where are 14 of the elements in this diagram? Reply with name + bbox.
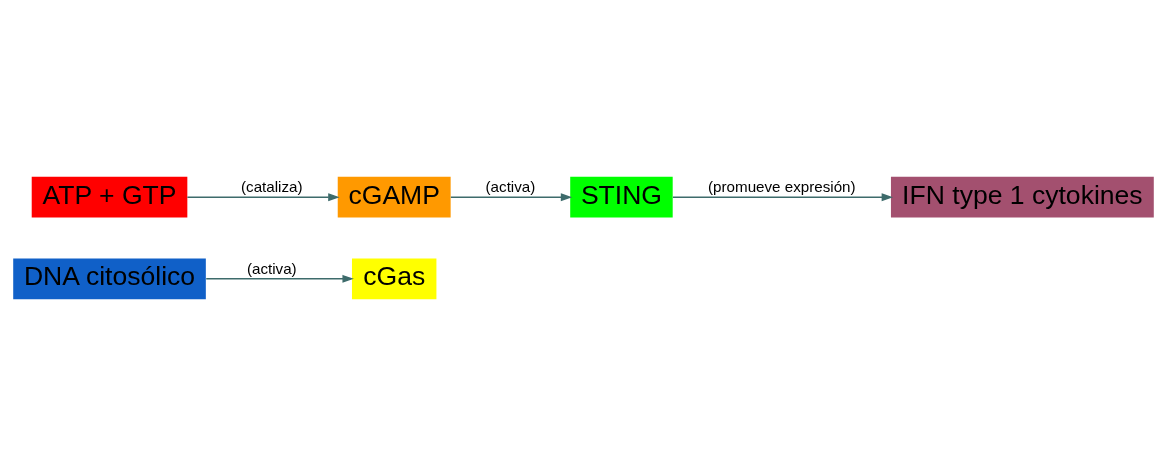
- node-box: cGas: [351, 257, 437, 299]
- node-box: DNA citosólico: [13, 257, 206, 299]
- arrow: [186, 192, 340, 201]
- node-box: STING: [570, 176, 673, 218]
- edge-label: (promueve expresión): [708, 177, 856, 195]
- node-box: cGAMP: [337, 176, 451, 218]
- edge-label: (cataliza): [241, 177, 303, 195]
- edge-label: (activa): [246, 259, 297, 277]
- arrow: [205, 274, 354, 283]
- arrow: [450, 192, 573, 201]
- node-box: IFN type 1 cytokines: [890, 176, 1154, 218]
- edge-label: (activa): [485, 177, 536, 195]
- arrow: [672, 192, 894, 201]
- node-box: ATP + GTP: [31, 176, 188, 218]
